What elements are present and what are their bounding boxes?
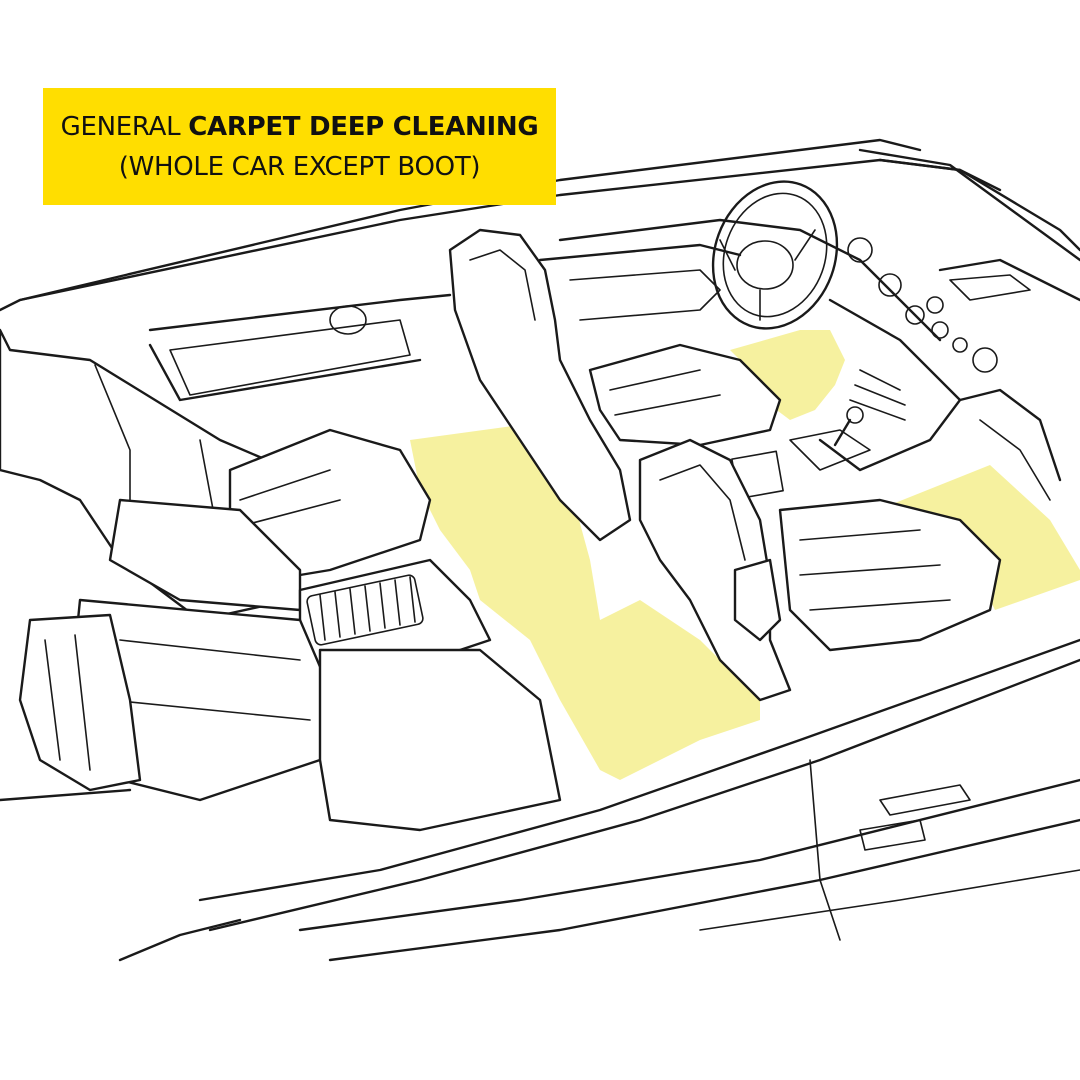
front-left-footwell-carpet <box>730 330 845 420</box>
title-line-1: GENERAL CARPET DEEP CLEANING <box>61 107 539 147</box>
dashboard <box>148 218 1080 402</box>
door-handle <box>859 784 971 851</box>
title-banner: GENERAL CARPET DEEP CLEANING (WHOLE CAR … <box>43 88 556 205</box>
carpet-areas <box>410 330 1080 780</box>
front-right-seat <box>638 438 1002 702</box>
title-normal-text: GENERAL <box>60 111 181 142</box>
rear-seat <box>0 328 562 832</box>
front-left-seat <box>448 228 782 542</box>
title-bold-text: CARPET DEEP CLEANING <box>188 111 539 142</box>
steering-wheel <box>711 180 839 330</box>
title-line-2: (WHOLE CAR EXCEPT BOOT) <box>118 151 481 182</box>
rear-footwell-carpet <box>410 425 760 780</box>
front-right-footwell-carpet <box>890 465 1080 610</box>
